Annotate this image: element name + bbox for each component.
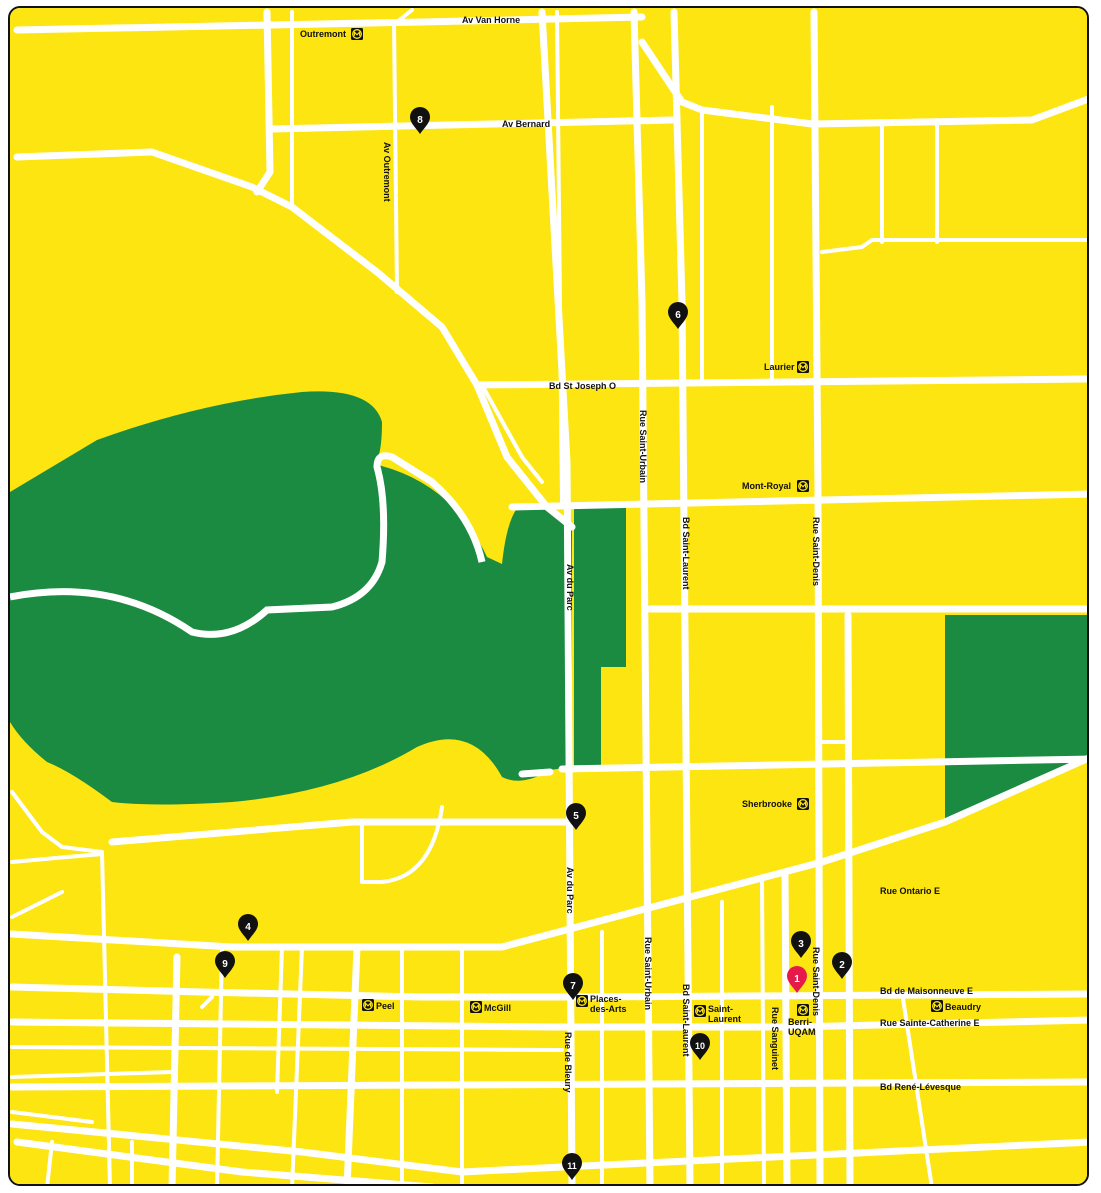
metro-icon: [796, 479, 810, 493]
station-label: Peel: [376, 1001, 395, 1011]
pin-number: 2: [839, 960, 845, 971]
metro-icon: [693, 1004, 707, 1018]
station-saint-laurent[interactable]: Saint- Laurent: [693, 1004, 741, 1024]
lafontaine-park: [945, 615, 1087, 820]
station-mcgill[interactable]: McGill: [469, 1000, 511, 1014]
station-label: Places-: [590, 994, 622, 1004]
street-label-saint-laurent-south: Bd Saint-Laurent: [681, 984, 691, 1057]
metro-stations: Outremont Laurier Mont-Royal Sherbrooke …: [300, 27, 981, 1037]
street-label-maisonneuve: Bd de Maisonneuve E: [880, 986, 973, 996]
street-label-parc-north: Av du Parc: [565, 564, 575, 611]
street-label-st-joseph: Bd St Joseph O: [549, 381, 616, 391]
metro-icon: [796, 360, 810, 374]
metro-icon: [796, 797, 810, 811]
station-label: des-Arts: [590, 1004, 627, 1014]
pin-number: 10: [695, 1041, 705, 1051]
jeanne-mance-park-south: [574, 667, 601, 767]
street-label-sainte-catherine: Rue Sainte-Catherine E: [880, 1018, 980, 1028]
street-labels: Av Van Horne Av Bernard Av Outremont Bd …: [382, 15, 980, 1093]
street-label-rene-levesque: Bd René-Lévesque: [880, 1082, 961, 1092]
station-label: Beaudry: [945, 1002, 981, 1012]
pin-number: 9: [222, 959, 228, 970]
station-laurier[interactable]: Laurier: [764, 360, 810, 374]
station-sherbrooke[interactable]: Sherbrooke: [742, 797, 810, 811]
pin-number: 1: [794, 974, 800, 985]
road-network: [10, 8, 1087, 1184]
street-label-saint-urbain-south: Rue Saint-Urbain: [643, 937, 653, 1010]
map-pin-11[interactable]: 11: [562, 1153, 582, 1180]
metro-icon: [361, 998, 375, 1012]
metro-icon: [350, 27, 364, 41]
map-frame: Av Van Horne Av Bernard Av Outremont Bd …: [8, 6, 1089, 1186]
street-label-saint-laurent-north: Bd Saint-Laurent: [681, 517, 691, 590]
station-berri-uqam[interactable]: Berri- UQAM: [788, 1003, 816, 1037]
station-outremont[interactable]: Outremont: [300, 27, 364, 41]
station-label: Saint-: [708, 1004, 733, 1014]
map-pin-4[interactable]: 4: [238, 914, 258, 941]
street-label-de-bleury: Rue de Bleury: [563, 1032, 573, 1093]
station-mont-royal[interactable]: Mont-Royal: [742, 479, 810, 493]
street-label-bernard: Av Bernard: [502, 119, 550, 129]
metro-icon: [930, 999, 944, 1013]
map-pin-1[interactable]: 1: [787, 966, 807, 993]
station-label: Outremont: [300, 29, 346, 39]
street-label-ontario: Rue Ontario E: [880, 886, 940, 896]
station-label: Sherbrooke: [742, 799, 792, 809]
mount-royal-park: [10, 391, 572, 805]
street-label-outremont: Av Outremont: [382, 142, 392, 202]
pin-number: 5: [573, 811, 579, 822]
pin-number: 4: [245, 922, 251, 933]
map-pin-3[interactable]: 3: [791, 931, 811, 958]
station-label: Laurier: [764, 362, 795, 372]
map-pin-6[interactable]: 6: [668, 302, 688, 329]
pin-number: 3: [798, 939, 804, 950]
station-beaudry[interactable]: Beaudry: [930, 999, 981, 1013]
map-pin-5[interactable]: 5: [566, 803, 586, 830]
pin-number: 8: [417, 115, 423, 126]
station-label: Mont-Royal: [742, 481, 791, 491]
pin-number: 11: [567, 1161, 577, 1171]
pin-number: 6: [675, 310, 681, 321]
street-label-saint-denis-north: Rue Saint-Denis: [811, 517, 821, 586]
map-pin-10[interactable]: 10: [690, 1033, 710, 1060]
street-label-saint-denis-south: Rue Saint-Denis: [811, 947, 821, 1016]
location-markers: 1 2 3 4 5 6 7 8: [215, 107, 852, 1180]
station-places-des-arts[interactable]: Places- des-Arts: [575, 994, 627, 1014]
pin-number: 7: [570, 981, 576, 992]
station-peel[interactable]: Peel: [361, 998, 395, 1012]
street-label-saint-urbain-north: Rue Saint-Urbain: [638, 410, 648, 483]
station-label: McGill: [484, 1003, 511, 1013]
station-label: Laurent: [708, 1014, 741, 1024]
station-label: Berri-: [788, 1017, 812, 1027]
map-pin-2[interactable]: 2: [832, 952, 852, 979]
street-label-van-horne: Av Van Horne: [462, 15, 520, 25]
map-pin-7[interactable]: 7: [563, 973, 583, 1000]
jeanne-mance-park: [574, 507, 626, 667]
metro-icon: [796, 1003, 810, 1017]
map-pin-8[interactable]: 8: [410, 107, 430, 134]
street-label-parc-south: Av du Parc: [565, 867, 575, 914]
map-pin-9[interactable]: 9: [215, 951, 235, 978]
map-canvas[interactable]: Av Van Horne Av Bernard Av Outremont Bd …: [10, 8, 1089, 1186]
metro-icon: [575, 994, 589, 1008]
metro-icon: [469, 1000, 483, 1014]
street-label-sanguinet: Rue Sanguinet: [770, 1007, 780, 1070]
station-label: UQAM: [788, 1027, 816, 1037]
